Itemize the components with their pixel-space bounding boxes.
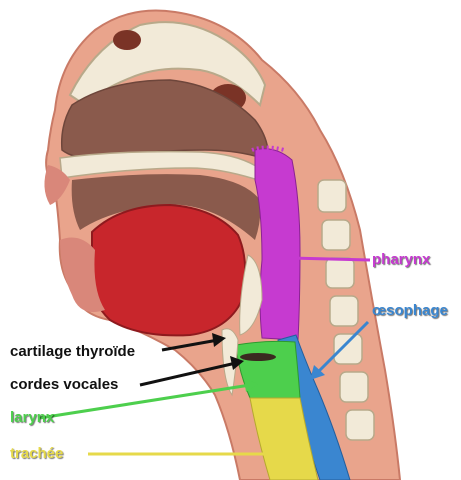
pharynx-region xyxy=(255,149,300,340)
vocal-cords-shape xyxy=(240,353,276,361)
label-trachee: trachée xyxy=(10,446,63,461)
label-cordes-vocales: cordes vocales xyxy=(10,377,118,392)
label-pharynx: pharynx xyxy=(372,252,430,267)
label-larynx: larynx xyxy=(10,410,54,425)
arrow-pharynx xyxy=(290,258,370,260)
tongue xyxy=(91,205,245,335)
sinus xyxy=(113,30,141,50)
label-oesophage: œsophage xyxy=(372,303,448,318)
label-cartilage-thyroide: cartilage thyroïde xyxy=(10,344,135,359)
